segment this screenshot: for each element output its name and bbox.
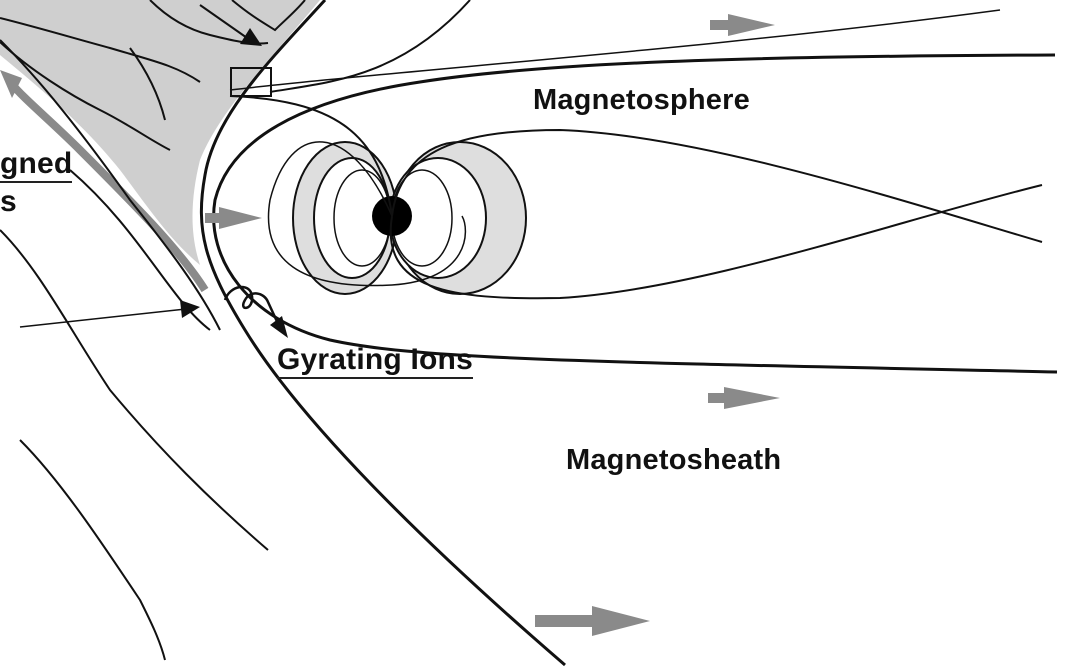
upstream-field-line bbox=[20, 440, 165, 660]
aligned-label-fragment-1: gned bbox=[0, 147, 72, 183]
pointer-line bbox=[20, 308, 195, 327]
flow-arrow-sheath bbox=[708, 387, 780, 409]
aligned-label-fragment-2: s bbox=[0, 185, 17, 219]
flow-arrow-bottom bbox=[535, 606, 650, 636]
gyration-arrowhead bbox=[270, 316, 288, 338]
shaded-foreshock-region bbox=[0, 0, 320, 265]
gyrating-ions-label: Gyrating Ions bbox=[277, 343, 473, 379]
bow-shock bbox=[201, 0, 565, 665]
upstream-field-line bbox=[0, 230, 268, 550]
magnetosheath-label: Magnetosheath bbox=[566, 444, 781, 477]
flow-arrow-top bbox=[710, 14, 775, 36]
tail-field-line bbox=[230, 10, 1000, 90]
pointer-arrowhead bbox=[180, 300, 200, 318]
magnetosphere-label: Magnetosphere bbox=[533, 84, 750, 117]
